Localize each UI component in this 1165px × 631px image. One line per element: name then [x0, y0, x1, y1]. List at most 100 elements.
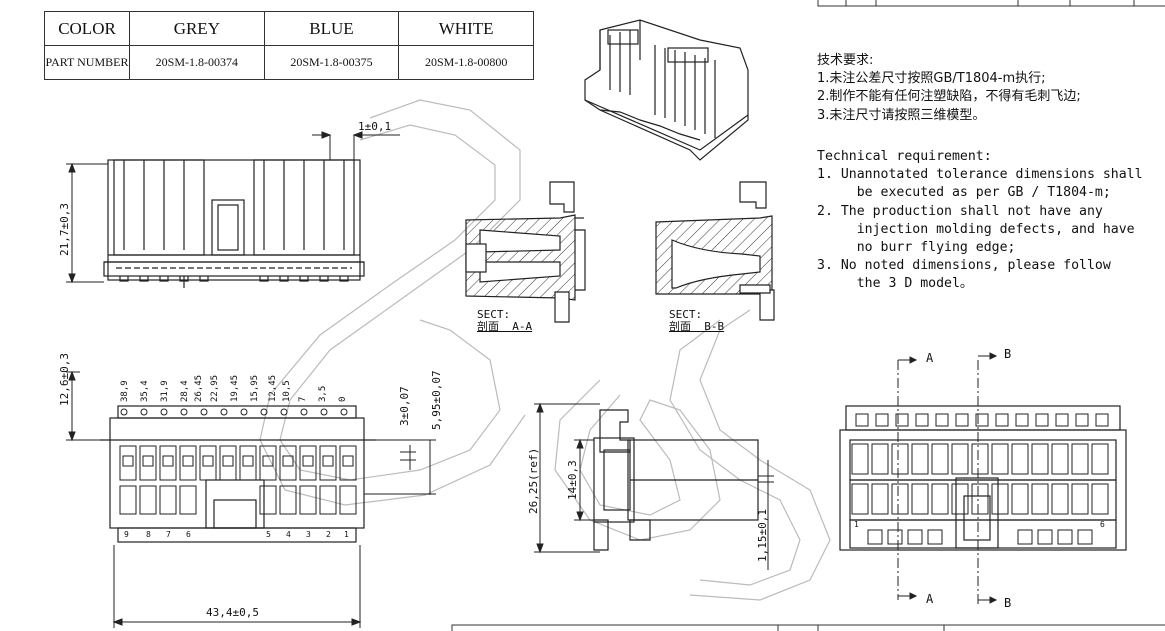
cavity-cell [299, 445, 317, 481]
pitch-label: 28,4 [180, 380, 190, 402]
cavity-contact [182, 455, 194, 467]
pin-number-label: 1 [344, 530, 349, 539]
table-cell: 20SM-1.8-00800 [398, 45, 534, 80]
notes-chinese: 技术要求:1.未注公差尺寸按照GB/T1804-m执行;2.制作不能有任何注塑缺… [817, 52, 1081, 125]
latch-window [855, 413, 869, 427]
pin-number-label: 7 [166, 530, 171, 539]
latch-window [955, 413, 969, 427]
note-item: 1. Unannotated tolerance dimensions shal… [817, 167, 1143, 183]
note-item: the 3 D model。 [817, 276, 974, 292]
latch-window [875, 413, 889, 427]
note-item: injection molding defects, and have [817, 221, 1135, 237]
cavity-cell [319, 485, 337, 515]
section-b-name: 剖面 B-B [669, 320, 725, 333]
marker-b-top: B [1004, 347, 1012, 361]
cavity-contact [342, 455, 354, 467]
cavity-cell [1071, 483, 1089, 515]
marker-a-bottom: A [926, 592, 934, 606]
dim-width-label: 43,4±0,5 [206, 606, 259, 619]
cavity-cell [1037, 529, 1053, 545]
cavity-cell [911, 443, 929, 475]
cavity-cell [871, 483, 889, 515]
color-part-table: COLOR GREY BLUE WHITE PART NUMBER 20SM-1… [44, 11, 534, 80]
side-view-dimensions [534, 402, 774, 570]
latch-window [995, 413, 1009, 427]
latch-window [1015, 413, 1029, 427]
cavity-cell [891, 443, 909, 475]
cavity-cell [1091, 443, 1109, 475]
table-cell: PART NUMBER [44, 45, 130, 80]
cavity-cell [139, 445, 157, 481]
front-view-cavities [119, 408, 357, 515]
cavity-cell [951, 443, 969, 475]
latch-window [895, 413, 909, 427]
latch-window [1035, 413, 1049, 427]
right-pin-left-label: 1 [854, 520, 859, 529]
dim-side-115-label: 1,15±0,1 [756, 509, 769, 562]
cavity-cell [931, 483, 949, 515]
cavity-cell [1091, 483, 1109, 515]
dim-gap-label: 1±0,1 [358, 120, 392, 133]
note-item: be executed as per GB / T1804-m; [817, 185, 1111, 201]
cavity-cell [951, 483, 969, 515]
dim-height-front-label: 12,6±0,3 [58, 353, 71, 406]
latch-window [975, 413, 989, 427]
cavity-cell [887, 529, 903, 545]
latch-window [915, 413, 929, 427]
cavity-cell [179, 445, 197, 481]
cavity-cell [1057, 529, 1073, 545]
latch-hole [160, 408, 168, 416]
section-b-sect: SECT: [669, 308, 703, 321]
cavity-cell [339, 445, 357, 481]
notes-title: Technical requirement: [817, 149, 992, 164]
cavity-cell [299, 485, 317, 515]
cavity-cell [139, 485, 157, 515]
table-cell: GREY [129, 11, 265, 46]
side-view-connector [593, 409, 759, 551]
latch-hole [240, 408, 248, 416]
table-cell: COLOR [44, 11, 130, 46]
section-a-sect: SECT: [477, 308, 511, 321]
pin-number-label: 4 [286, 530, 291, 539]
cavity-cell [219, 445, 237, 481]
cavity-cell [867, 529, 883, 545]
cavity-cell [1077, 529, 1093, 545]
cavity-cell [119, 485, 137, 515]
pitch-label: 3,5 [318, 385, 328, 402]
pitch-label: 10,5 [282, 380, 292, 402]
pin-number-label: 3 [306, 530, 311, 539]
pin-number-label: 5 [266, 530, 271, 539]
cavity-cell [1071, 443, 1089, 475]
cavity-contact [162, 455, 174, 467]
latch-hole [320, 408, 328, 416]
title-block-frame [451, 0, 1165, 631]
cavity-cell [1051, 443, 1069, 475]
latch-window [935, 413, 949, 427]
cavity-cell [931, 443, 949, 475]
cavity-cell [259, 485, 277, 515]
front-view-dimensions [66, 370, 436, 628]
pitch-label: 26,45 [194, 374, 204, 402]
watermark-logo [259, 99, 831, 601]
latch-window [1095, 413, 1109, 427]
dim-3-label: 3±0,07 [398, 386, 411, 426]
table-cell: 20SM-1.8-00375 [263, 45, 400, 80]
latch-hole [140, 408, 148, 416]
dim-595-label: 5,95±0,07 [430, 370, 443, 430]
table-cell: BLUE [263, 11, 400, 46]
color-row: COLOR GREY BLUE WHITE [44, 11, 534, 46]
right-front-view-connector [839, 405, 1127, 551]
pitch-label: 38,9 [120, 380, 130, 402]
latch-window [1075, 413, 1089, 427]
latch-hole [300, 408, 308, 416]
section-a-label: SECT:剖面 A-A [477, 309, 532, 333]
pitch-label: 0 [338, 396, 348, 402]
cavity-cell [279, 485, 297, 515]
note-item: 3.未注尺寸请按照三维模型。 [817, 107, 986, 123]
pitch-label: 31,9 [160, 380, 170, 402]
cavity-contact [122, 455, 134, 467]
note-item: 1.未注公差尺寸按照GB/T1804-m执行; [817, 71, 1046, 87]
section-a-view [465, 181, 586, 323]
section-a-name: 剖面 A-A [477, 320, 533, 333]
cavity-cell [259, 445, 277, 481]
